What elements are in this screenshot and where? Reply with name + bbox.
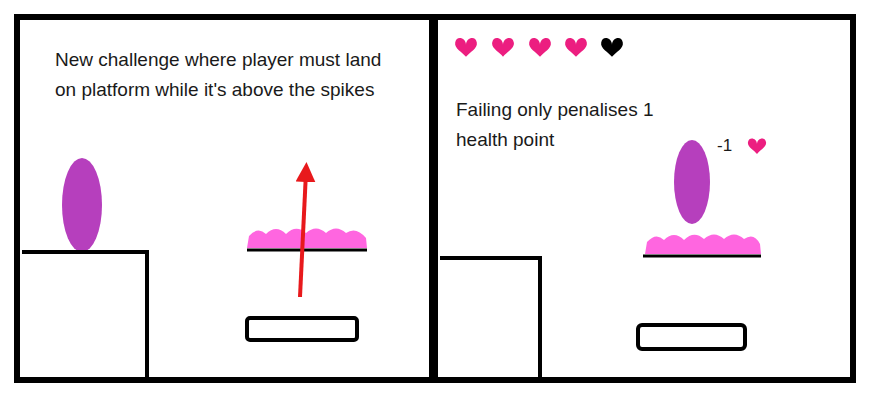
heart [455, 38, 477, 57]
heart [565, 38, 587, 57]
lower-platform [247, 318, 357, 340]
spikes [247, 229, 367, 249]
platform [643, 255, 761, 258]
motion-arrow [300, 172, 306, 297]
ledge [440, 258, 540, 380]
lower-platform [638, 325, 745, 349]
empty-heart [601, 38, 623, 57]
heart [492, 38, 514, 57]
label-holder: -1 [717, 136, 732, 156]
health-bar [455, 38, 623, 57]
spikes [645, 235, 761, 255]
damage-label: -1 [717, 136, 732, 156]
platform [247, 249, 367, 252]
heart [748, 138, 766, 154]
panel-note: New challenge where player must land on … [55, 45, 393, 105]
ledge [22, 252, 147, 380]
comic-panel: New challenge where player must land on … [14, 14, 435, 383]
player-figure [674, 140, 710, 224]
comic-panel: Failing only penalises 1 health point [432, 14, 856, 383]
heart [529, 38, 551, 57]
panel-note: Failing only penalises 1 health point [456, 95, 706, 155]
player-figure [62, 158, 102, 252]
